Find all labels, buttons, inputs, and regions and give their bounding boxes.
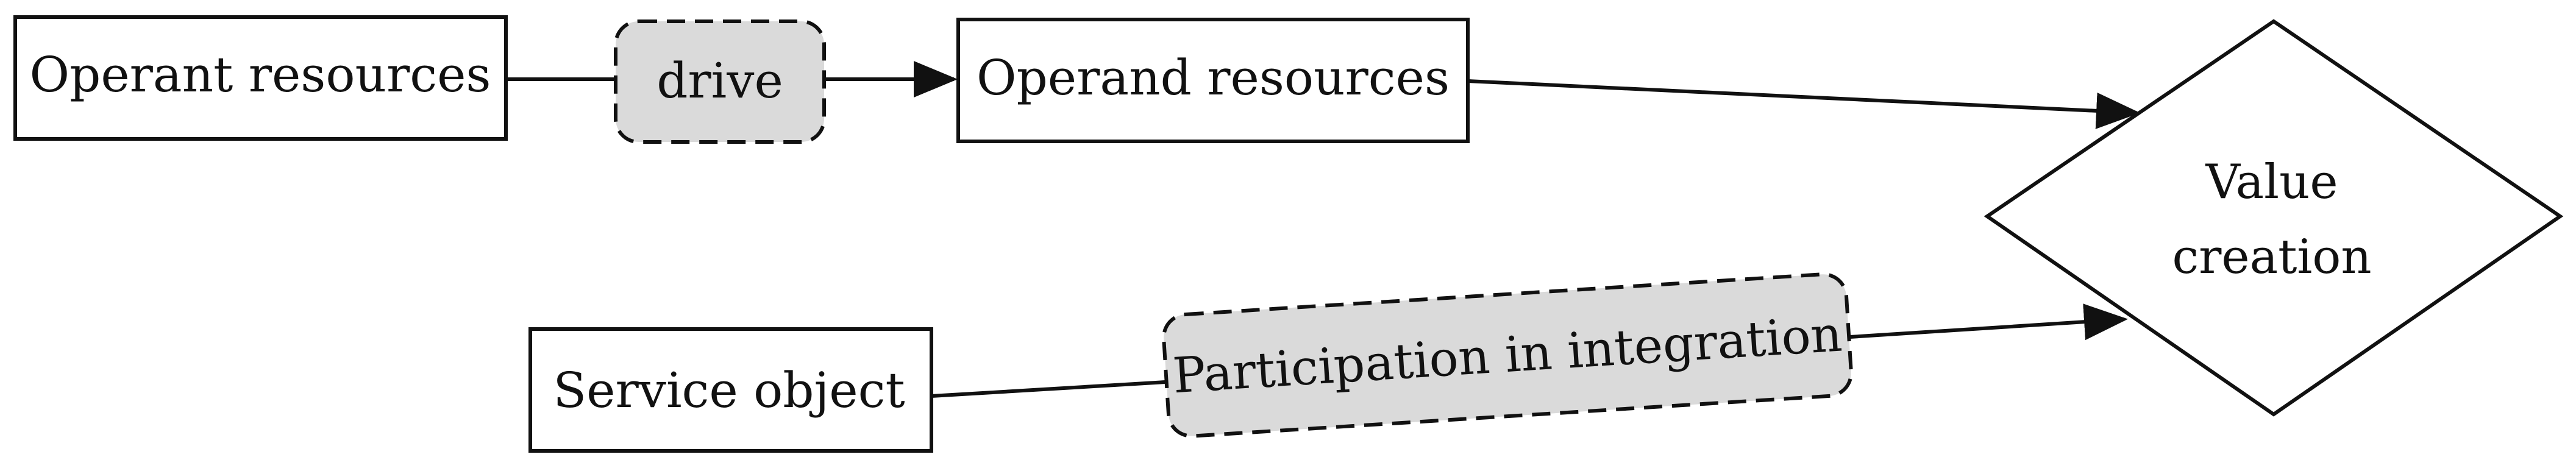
node-value-creation: Value creation <box>1984 19 2564 417</box>
node-operant-resources: Operant resources <box>13 15 508 141</box>
value-creation-diamond <box>1984 19 2564 417</box>
edge-operand-to-value <box>1467 79 2140 129</box>
operant-resources-box <box>13 15 508 141</box>
service-object-box <box>528 327 933 453</box>
node-drive: drive <box>614 19 826 144</box>
edge-participation-to-value <box>1849 303 2128 341</box>
operand-resources-label: Operand resources <box>977 49 1450 106</box>
operant-resources-label: Operant resources <box>30 46 491 103</box>
value-creation-label-line1: Value <box>2205 155 2338 210</box>
service-object-label: Service object <box>553 362 905 419</box>
participation-box <box>1162 272 1853 438</box>
node-service-object: Service object <box>528 327 933 453</box>
operand-resources-box <box>956 18 1470 143</box>
drive-label: drive <box>656 52 783 109</box>
node-participation: Participation in integration <box>1162 272 1853 438</box>
connectors <box>506 61 2140 398</box>
drive-box <box>614 19 826 144</box>
value-creation-label-line2: creation <box>2172 230 2371 285</box>
edge-service-to-participation <box>931 380 1166 398</box>
node-operand-resources: Operand resources <box>956 18 1470 143</box>
